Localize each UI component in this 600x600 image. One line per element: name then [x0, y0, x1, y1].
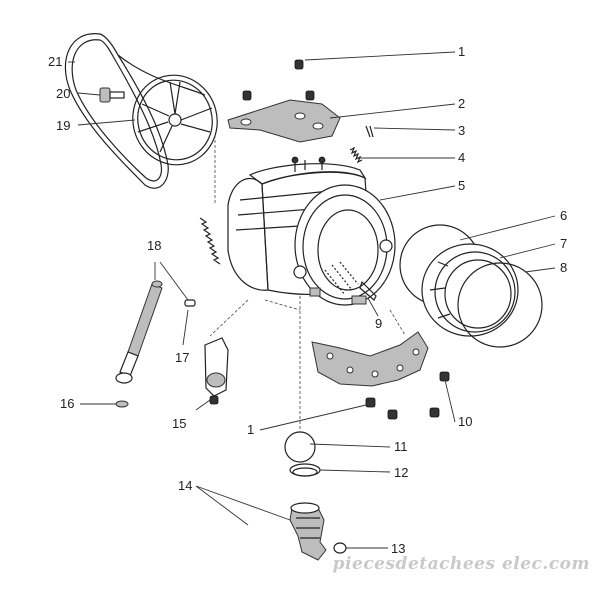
- callout-3: 3: [458, 123, 465, 138]
- callout-6: 6: [560, 208, 567, 223]
- drain-ball: [284, 431, 316, 463]
- callout-14: 14: [178, 478, 192, 493]
- door-seal-clamp-inner: [457, 262, 543, 348]
- shock-absorber-pin: [184, 299, 196, 307]
- callout-12: 12: [394, 465, 408, 480]
- counterweight-bracket: [227, 99, 341, 143]
- callout-1-bottom: 1: [247, 422, 254, 437]
- suspension-spring-right: [349, 146, 363, 164]
- bottom-fixing-nuts: [365, 397, 440, 420]
- washing-tub: [227, 156, 396, 306]
- callout-2: 2: [458, 96, 465, 111]
- callout-19: 19: [56, 118, 70, 133]
- callout-1-top: 1: [458, 44, 465, 59]
- callout-18: 18: [147, 238, 161, 253]
- pressure-chamber: [204, 337, 229, 405]
- drain-hose: [289, 502, 327, 561]
- callout-7: 7: [560, 236, 567, 251]
- hose-clamp: [289, 463, 321, 477]
- callout-4: 4: [458, 150, 465, 165]
- front-counterweight: [311, 331, 450, 387]
- callout-9: 9: [375, 316, 382, 331]
- callout-11: 11: [394, 439, 408, 454]
- drum-pulley: [132, 74, 218, 166]
- callout-5: 5: [458, 178, 465, 193]
- callout-16: 16: [60, 396, 74, 411]
- callout-labels: 1 2 3 4 5 6 7 8 9 10 11 12 13 14 15 16 1…: [48, 44, 567, 556]
- door-seal: [421, 243, 519, 337]
- clip: [365, 125, 374, 138]
- suspension-spring-left: [199, 217, 221, 265]
- callout-20: 20: [56, 86, 70, 101]
- leader-lines: [68, 51, 556, 549]
- callout-13: 13: [391, 541, 405, 556]
- drive-belt: [64, 33, 206, 189]
- callout-15: 15: [172, 416, 186, 431]
- callout-8: 8: [560, 260, 567, 275]
- callout-21: 21: [48, 54, 62, 69]
- callout-17: 17: [175, 350, 189, 365]
- small-hose-clamp: [333, 542, 347, 554]
- callout-10: 10: [458, 414, 472, 429]
- drum-paddle: [359, 280, 377, 301]
- top-fixing-nuts: [242, 59, 315, 101]
- watermark: piecesdetachees elec.com: [332, 554, 590, 574]
- shock-absorber: [115, 280, 163, 408]
- pulley-bolt: [99, 87, 125, 103]
- assembly-guide-lines: [209, 135, 406, 432]
